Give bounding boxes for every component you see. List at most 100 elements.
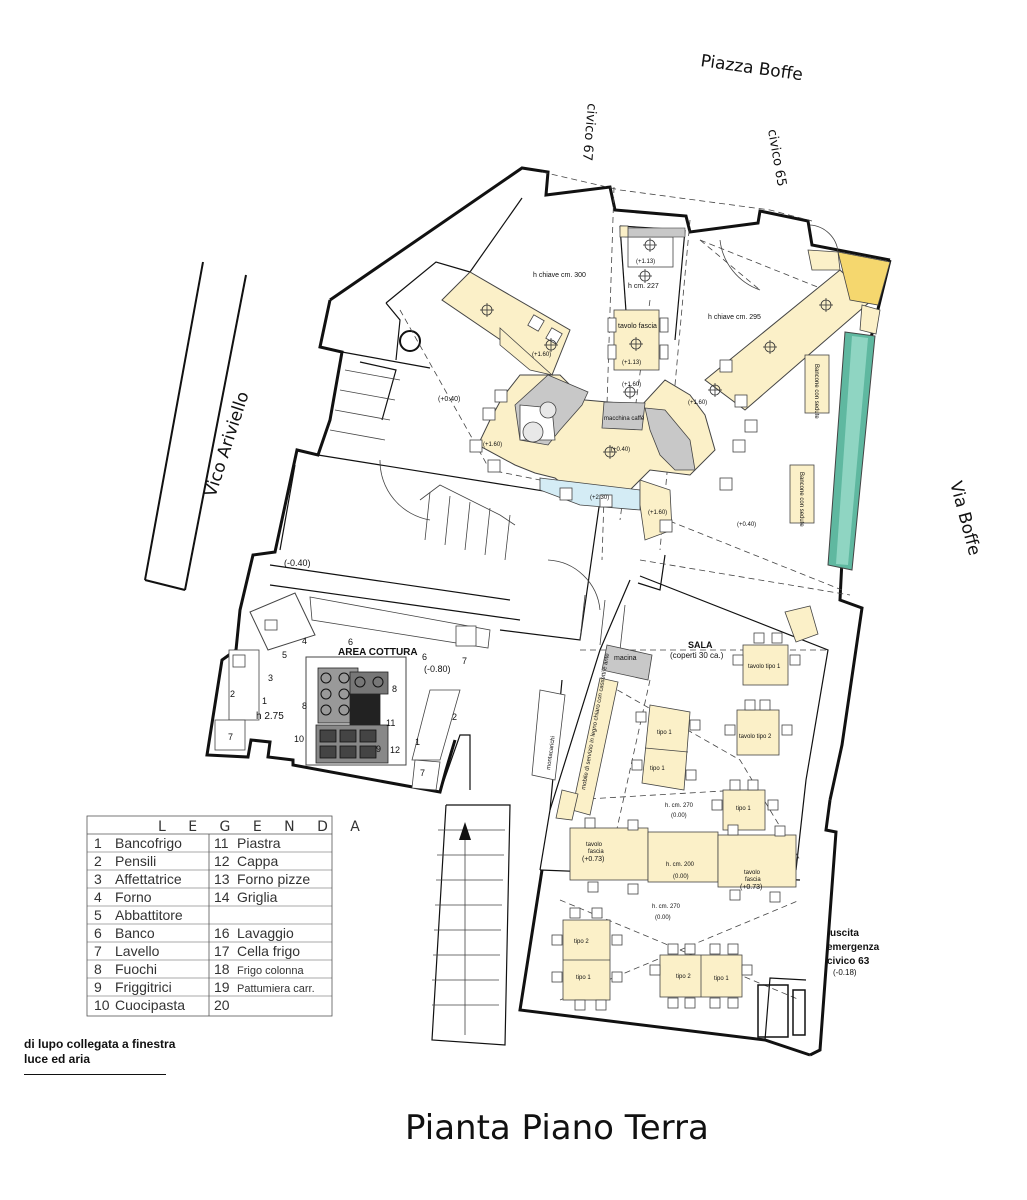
label-h-275: h 2.75 (256, 711, 284, 722)
legend-left-label-5: Banco (115, 925, 155, 941)
label-fascia-r: fascia (745, 877, 761, 883)
kitchen-num-2b: 2 (452, 712, 457, 722)
label-bancone-2: Bancone con sedute (798, 472, 804, 527)
label-macina: macina (614, 655, 637, 662)
bar-counter-teal (827, 331, 876, 571)
label-civico-63: civico 63 (827, 956, 870, 967)
kitchen-num-1b: 1 (415, 737, 420, 747)
kitchen-num-7b: 7 (228, 732, 233, 742)
label-uscita: uscita (830, 928, 859, 939)
label-h-chiave-300: h chiave cm. 300 (533, 272, 586, 279)
legend-right-label-7: Frigo colonna (237, 965, 305, 977)
label-h-227: h cm. 227 (628, 283, 659, 290)
level-p073-r: (+0.73) (740, 884, 762, 891)
label-fascia-l: fascia (588, 849, 604, 855)
level-z000-c: (0.00) (655, 915, 671, 921)
kitchen-num-12: 12 (390, 745, 400, 755)
legend-left-number-8: 9 (94, 979, 102, 995)
legend-left-number-0: 1 (94, 835, 102, 851)
level-m080: (-0.80) (424, 664, 451, 674)
label-h-chiave-295: h chiave cm. 295 (708, 314, 761, 321)
label-tavolo-fascia-top: tavolo fascia (618, 323, 657, 330)
label-sala: SALA (688, 640, 713, 650)
label-tavolo-tipo2: tavolo tipo 2 (739, 734, 772, 740)
street-via-boffe: Via Boffe (945, 479, 984, 558)
label-emergenza: emergenza (827, 942, 880, 953)
note-text: di lupo collegata a finestra luce ed ari… (24, 1037, 175, 1067)
kitchen-num-9: 9 (376, 744, 381, 754)
note-underline (24, 1074, 166, 1075)
level-z000-b: (0.00) (673, 874, 689, 880)
page-title: Pianta Piano Terra (405, 1108, 709, 1148)
label-area-cottura: AREA COTTURA (338, 647, 418, 658)
legend-left-label-6: Lavello (115, 943, 160, 959)
kitchen-num-6: 6 (348, 637, 353, 647)
level-p113-mid: (+1.13) (622, 360, 641, 366)
door-arcs (379, 224, 839, 611)
via-boffe-edge (841, 607, 863, 746)
exit-door (757, 984, 806, 1038)
kitchen-num-2: 2 (230, 689, 235, 699)
legend-left-label-7: Fuochi (115, 961, 157, 977)
kitchen-num-4: 4 (302, 636, 307, 646)
label-tipo1-d: tipo 1 (650, 766, 665, 772)
label-tavolo-l: tavolo (586, 842, 603, 848)
label-macchina-caffe: macchina caffè (604, 416, 645, 422)
label-tavolo-tipo1-a: tavolo tipo 1 (748, 664, 781, 670)
label-civico-67: civico 67 (579, 103, 599, 162)
level-m018: (-0.18) (833, 968, 857, 977)
kitchen-num-3: 3 (268, 673, 273, 683)
legend-right-label-5: Lavaggio (237, 925, 294, 941)
legend-left-number-4: 5 (94, 907, 102, 923)
legend-right-label-6: Cella frigo (237, 943, 300, 959)
street-vico-ariviello: Vico Ariviello (201, 389, 254, 499)
label-tipo2-a: tipo 2 (574, 939, 589, 945)
legend-left-label-3: Forno (115, 889, 152, 905)
kitchen-num-8b: 8 (302, 701, 307, 711)
level-p073-l: (+0.73) (582, 856, 604, 863)
legend-right-number-9: 20 (214, 997, 230, 1013)
legend-right-label-1: Cappa (237, 853, 278, 869)
passage-table (613, 227, 686, 371)
legend-left-label-0: Bancofrigo (115, 835, 182, 851)
level-z000-a: (0.00) (671, 813, 687, 819)
label-tavolo-r: tavolo (744, 870, 761, 876)
chairs (469, 314, 758, 533)
legend-left-label-2: Affettatrice (115, 871, 182, 887)
kitchen-num-7: 7 (462, 656, 467, 666)
legend-left-number-9: 10 (94, 997, 110, 1013)
label-coperti: (coperti 30 ca.) (670, 651, 724, 660)
legend-right-number-1: 12 (214, 853, 230, 869)
legend-left-label-8: Friggitrici (115, 979, 172, 995)
staircase-middle (419, 484, 626, 651)
label-bancone-1: Bancone con sedute (813, 364, 819, 419)
legend-right-label-8: Pattumiera carr. (237, 983, 315, 995)
legend-right-number-0: 11 (214, 835, 229, 851)
sala-furniture (531, 644, 797, 1001)
label-h270-b: h. cm. 270 (652, 904, 681, 910)
street-edges (144, 261, 247, 591)
legend-right-number-7: 18 (214, 961, 230, 977)
legend-left-label-4: Abbattitore (115, 907, 183, 923)
level-p040-right: (+0.40) (737, 522, 756, 528)
legend-right-number-5: 16 (214, 925, 230, 941)
label-tipo1-c: tipo 1 (657, 730, 672, 736)
bancone-seats: Bancone con sedute Bancone con sedute (789, 354, 830, 527)
label-tipo1-e: tipo 1 (576, 975, 591, 981)
bar-arm-left (441, 271, 571, 376)
label-tipo1-b: tipo 1 (736, 806, 751, 812)
legend-right-number-6: 17 (214, 943, 230, 959)
sala-chairs (551, 632, 801, 1011)
kitchen-numbers: 1 2 3 4 5 6 6 7 7 7 8 8 9 10 11 12 2 1 (228, 636, 467, 778)
staircase-upper (329, 369, 401, 441)
legend-right-number-3: 14 (214, 889, 230, 905)
kitchen-num-10: 10 (294, 734, 304, 744)
legend-left-number-1: 2 (94, 853, 102, 869)
level-p160-c: (+1.60) (688, 400, 707, 406)
legend-right-number-2: 13 (214, 871, 230, 887)
kitchen-num-11: 11 (386, 718, 395, 728)
kitchen-num-6b: 6 (422, 652, 427, 662)
legend-right-label-2: Forno pizze (237, 871, 310, 887)
